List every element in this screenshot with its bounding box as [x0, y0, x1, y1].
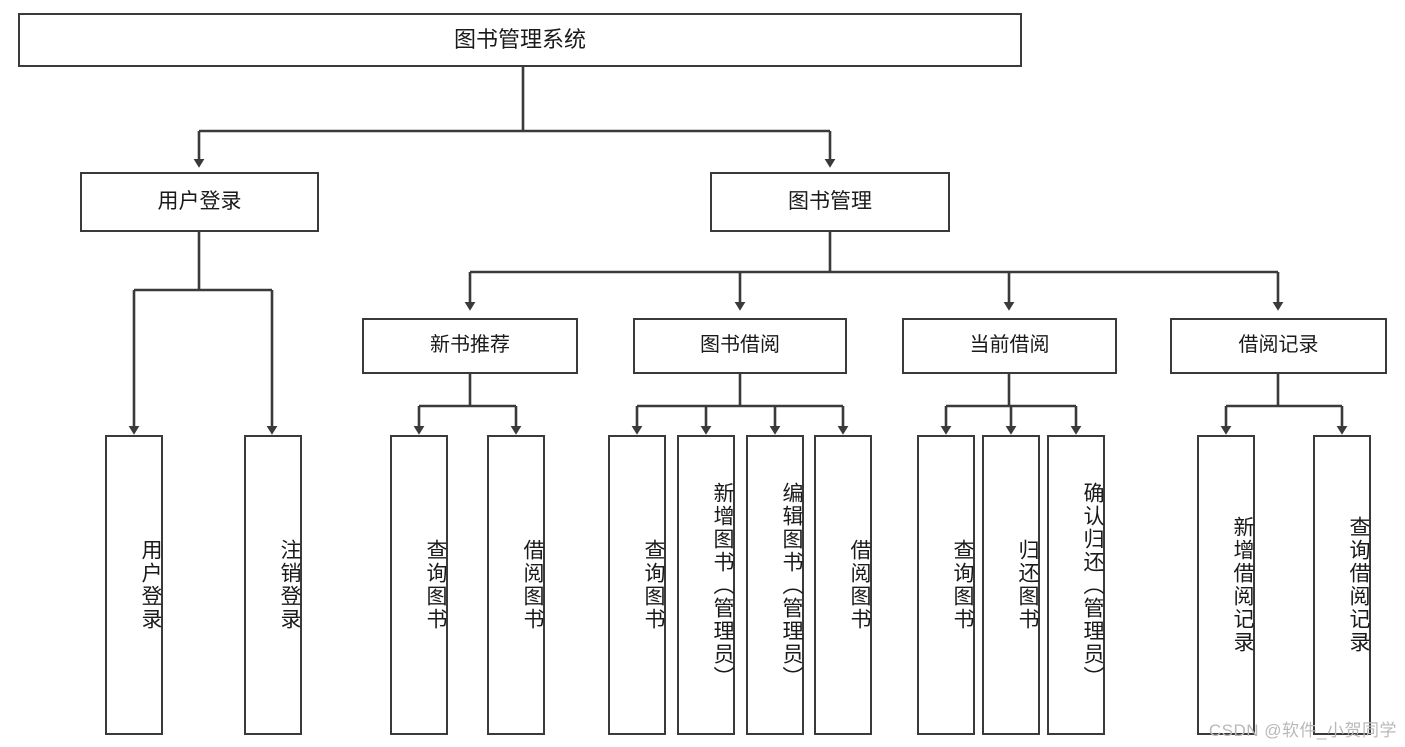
leaf-new-book-query[interactable]: 查询图书 — [390, 435, 448, 735]
node-label: 借阅图书 — [521, 539, 544, 631]
node-label: 查询图书 — [642, 539, 665, 631]
leaf-user-login-signin[interactable]: 用户登录 — [105, 435, 163, 735]
leaf-current-borrow-confirm-return[interactable]: 确认归还（管理员） — [1047, 435, 1105, 735]
leaf-current-borrow-query[interactable]: 查询图书 — [917, 435, 975, 735]
node-label: 用户登录 — [157, 189, 242, 213]
node-label: 查询图书 — [951, 539, 974, 631]
node-label: 图书借阅 — [700, 334, 780, 357]
node-label: 查询图书 — [424, 539, 447, 631]
leaf-book-borrow-query[interactable]: 查询图书 — [608, 435, 666, 735]
node-label: 新书推荐 — [430, 334, 510, 357]
node-new-book-recommend[interactable]: 新书推荐 — [362, 318, 578, 374]
node-book-management[interactable]: 图书管理 — [710, 172, 950, 232]
leaf-book-borrow-edit[interactable]: 编辑图书（管理员） — [746, 435, 804, 735]
leaf-book-borrow-add[interactable]: 新增图书（管理员） — [677, 435, 735, 735]
node-label: 注销登录 — [278, 539, 301, 631]
node-label: 图书管理系统 — [453, 27, 586, 53]
node-label: 编辑图书（管理员） — [780, 481, 803, 689]
node-borrow-record[interactable]: 借阅记录 — [1170, 318, 1387, 374]
node-label: 查询借阅记录 — [1347, 516, 1370, 654]
node-label: 用户登录 — [139, 539, 162, 631]
node-label: 确认归还（管理员） — [1081, 481, 1104, 689]
leaf-current-borrow-return[interactable]: 归还图书 — [982, 435, 1040, 735]
leaf-user-login-signout[interactable]: 注销登录 — [244, 435, 302, 735]
leaf-borrow-record-add[interactable]: 新增借阅记录 — [1197, 435, 1255, 735]
node-system-root[interactable]: 图书管理系统 — [18, 13, 1022, 67]
node-label: 借阅记录 — [1238, 334, 1319, 357]
node-current-borrow[interactable]: 当前借阅 — [902, 318, 1117, 374]
node-book-borrow[interactable]: 图书借阅 — [633, 318, 847, 374]
node-label: 新增图书（管理员） — [711, 481, 734, 689]
node-label: 归还图书 — [1016, 539, 1039, 631]
node-label: 借阅图书 — [848, 539, 871, 631]
node-label: 新增借阅记录 — [1231, 516, 1254, 654]
node-label: 当前借阅 — [969, 334, 1050, 357]
node-label: 图书管理 — [788, 189, 872, 213]
watermark: CSDN @软件_小贺同学 — [1208, 721, 1397, 740]
node-user-login[interactable]: 用户登录 — [80, 172, 319, 232]
leaf-new-book-borrow[interactable]: 借阅图书 — [487, 435, 545, 735]
leaf-book-borrow-lend[interactable]: 借阅图书 — [814, 435, 872, 735]
leaf-borrow-record-query[interactable]: 查询借阅记录 — [1313, 435, 1371, 735]
